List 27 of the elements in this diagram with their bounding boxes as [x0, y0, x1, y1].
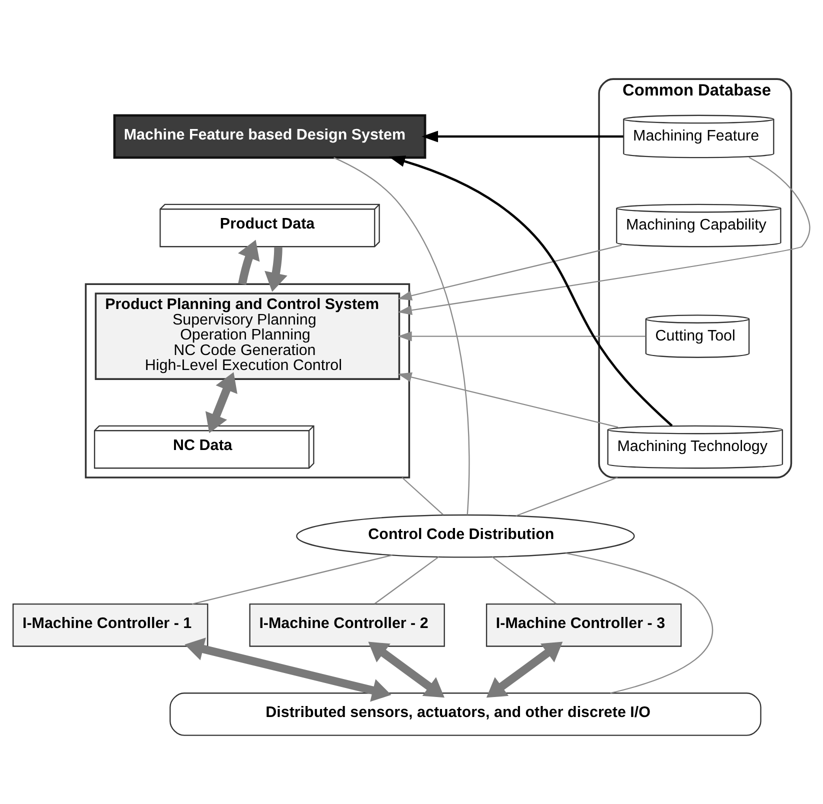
connector [192, 554, 392, 604]
connector [374, 556, 439, 604]
cluster [84, 282, 410, 478]
connector [334, 156, 470, 514]
arrow [398, 330, 646, 341]
arrow [264, 246, 288, 292]
arrow [238, 239, 260, 284]
arrow [422, 130, 624, 142]
node-box: Distributed sensors, actuators, and other discrete I/O [170, 692, 762, 736]
node-box: I-Machine Controller - 2 [249, 602, 445, 646]
arrow [398, 244, 622, 300]
arrow [184, 637, 392, 702]
arrow [398, 372, 618, 428]
arrow [205, 372, 238, 433]
arrow [368, 641, 444, 698]
node-box: I-Machine Controller - 1 [12, 602, 208, 646]
arrow [388, 155, 673, 426]
connector [402, 476, 444, 515]
arrow [398, 156, 810, 315]
node-box: I-Machine Controller - 3 [486, 602, 682, 646]
node-ellipse: Control Code Distribution [296, 514, 635, 558]
connector [516, 476, 618, 516]
arrow [486, 641, 563, 698]
node-box: Product Planning and Control System Supervisory Planning Operation Planning NC Code Generation High-Level Execution Control [94, 292, 400, 380]
connector [566, 552, 713, 694]
node-box: Machine Feature based Design System [113, 114, 426, 158]
connector [492, 556, 557, 604]
